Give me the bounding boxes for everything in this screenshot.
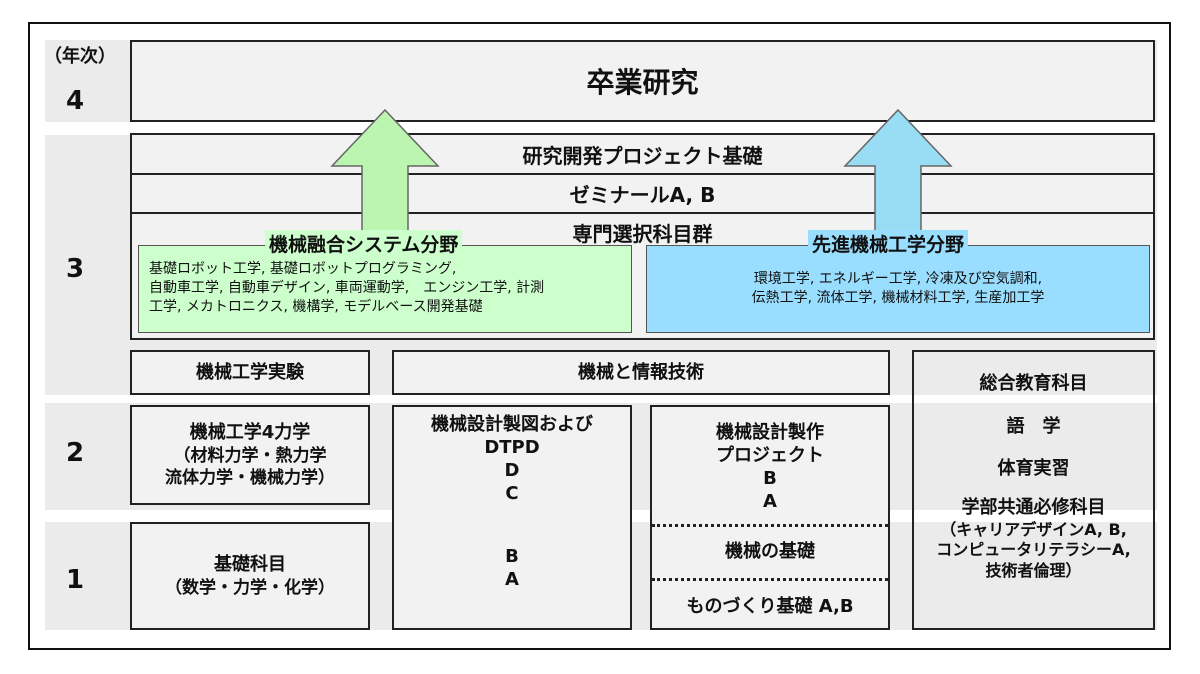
four-mech-title: 機械工学4力学 — [189, 422, 311, 444]
seminar-box: ゼミナールA, B — [130, 173, 1155, 214]
general-education-box: 総合教育科目 語 学 体育実習 学部共通必修科目 （キャリアデザインA, B, … — [912, 350, 1155, 630]
general-subitem: （キャリアデザインA, B, — [940, 519, 1127, 539]
diagram-frame — [28, 22, 1171, 650]
monozukuri-label: ものづくり基礎 A,B — [686, 596, 854, 617]
year-1: 1 — [65, 565, 85, 595]
design-project-level: A — [763, 491, 777, 513]
year-2: 2 — [65, 438, 85, 468]
mech-basics-label: 機械の基礎 — [725, 541, 815, 562]
design-project-level: B — [763, 468, 777, 490]
four-mech-line: 流体力学・機械力学） — [165, 467, 335, 488]
general-subitem: 技術者倫理） — [985, 561, 1082, 581]
drawing-title: 機械設計製図および — [431, 414, 593, 435]
design-project-box: 機械設計製作 プロジェクト B A — [650, 405, 890, 630]
drawing-level: B — [505, 546, 519, 568]
drawing-dtpd: DTPD — [484, 437, 540, 459]
mech-info-label: 機械と情報技術 — [578, 361, 704, 383]
year-4: 4 — [65, 86, 85, 116]
drawing-level: A — [505, 569, 519, 591]
experiment-label: 機械工学実験 — [196, 361, 304, 383]
advanced-line: 伝熱工学, 流体工学, 機械材料工学, 生産加工学 — [751, 289, 1045, 306]
dotted-divider — [652, 524, 888, 527]
rd-project-box: 研究開発プロジェクト基礎 — [130, 133, 1155, 175]
four-mechanics-box: 機械工学4力学 （材料力学・熱力学 流体力学・機械力学） — [130, 405, 370, 505]
design-project-title: プロジェクト — [716, 445, 824, 467]
integrated-field-title: 機械融合システム分野 — [265, 230, 463, 257]
drawing-level: C — [505, 483, 519, 505]
basic-line: （数学・力学・化学） — [165, 577, 335, 598]
year-header: （年次） — [44, 46, 116, 67]
advanced-line: 環境工学, エネルギー工学, 冷凍及び空気調和, — [753, 271, 1043, 287]
design-project-title: 機械設計製作 — [716, 422, 824, 443]
design-drawing-box: 機械設計製図および DTPD D C B A — [392, 405, 632, 630]
basic-subjects-box: 基礎科目 （数学・力学・化学） — [130, 522, 370, 630]
electives-label: 専門選択科目群 — [572, 222, 713, 246]
advanced-field-title: 先進機械工学分野 — [808, 230, 969, 257]
seminar-label: ゼミナールA, B — [569, 183, 716, 207]
general-subitem: コンピュータリテラシーA, — [936, 540, 1131, 560]
green-up-arrow-icon — [330, 108, 440, 247]
experiment-box: 機械工学実験 — [130, 350, 370, 395]
drawing-level: D — [504, 460, 520, 482]
general-item: 語 学 — [1006, 416, 1061, 438]
integrated-field-box: 基礎ロボット工学, 基礎ロボットプログラミング, 自動車工学, 自動車デザイン,… — [138, 245, 632, 333]
year-3: 3 — [65, 254, 85, 284]
integrated-line: 基礎ロボット工学, 基礎ロボットプログラミング, — [149, 261, 457, 277]
integrated-line: 自動車工学, 自動車デザイン, 車両運動学, エンジン工学, 計測 — [149, 279, 545, 296]
general-title: 総合教育科目 — [979, 373, 1088, 394]
graduation-research-label: 卒業研究 — [586, 66, 699, 99]
general-item: 体育実習 — [997, 457, 1070, 479]
dotted-divider — [652, 578, 888, 581]
advanced-field-box: 環境工学, エネルギー工学, 冷凍及び空気調和, 伝熱工学, 流体工学, 機械材… — [646, 245, 1150, 333]
basic-title: 基礎科目 — [214, 554, 286, 576]
general-item: 学部共通必修科目 — [961, 497, 1106, 519]
graduation-research-box: 卒業研究 — [130, 40, 1155, 122]
blue-up-arrow-icon — [843, 108, 953, 247]
four-mech-line: （材料力学・熱力学 — [173, 445, 327, 466]
rd-project-label: 研究開発プロジェクト基礎 — [522, 143, 763, 168]
integrated-line: 工学, メカトロニクス, 機構学, モデルベース開発基礎 — [149, 298, 483, 315]
mech-info-box: 機械と情報技術 — [392, 350, 890, 395]
